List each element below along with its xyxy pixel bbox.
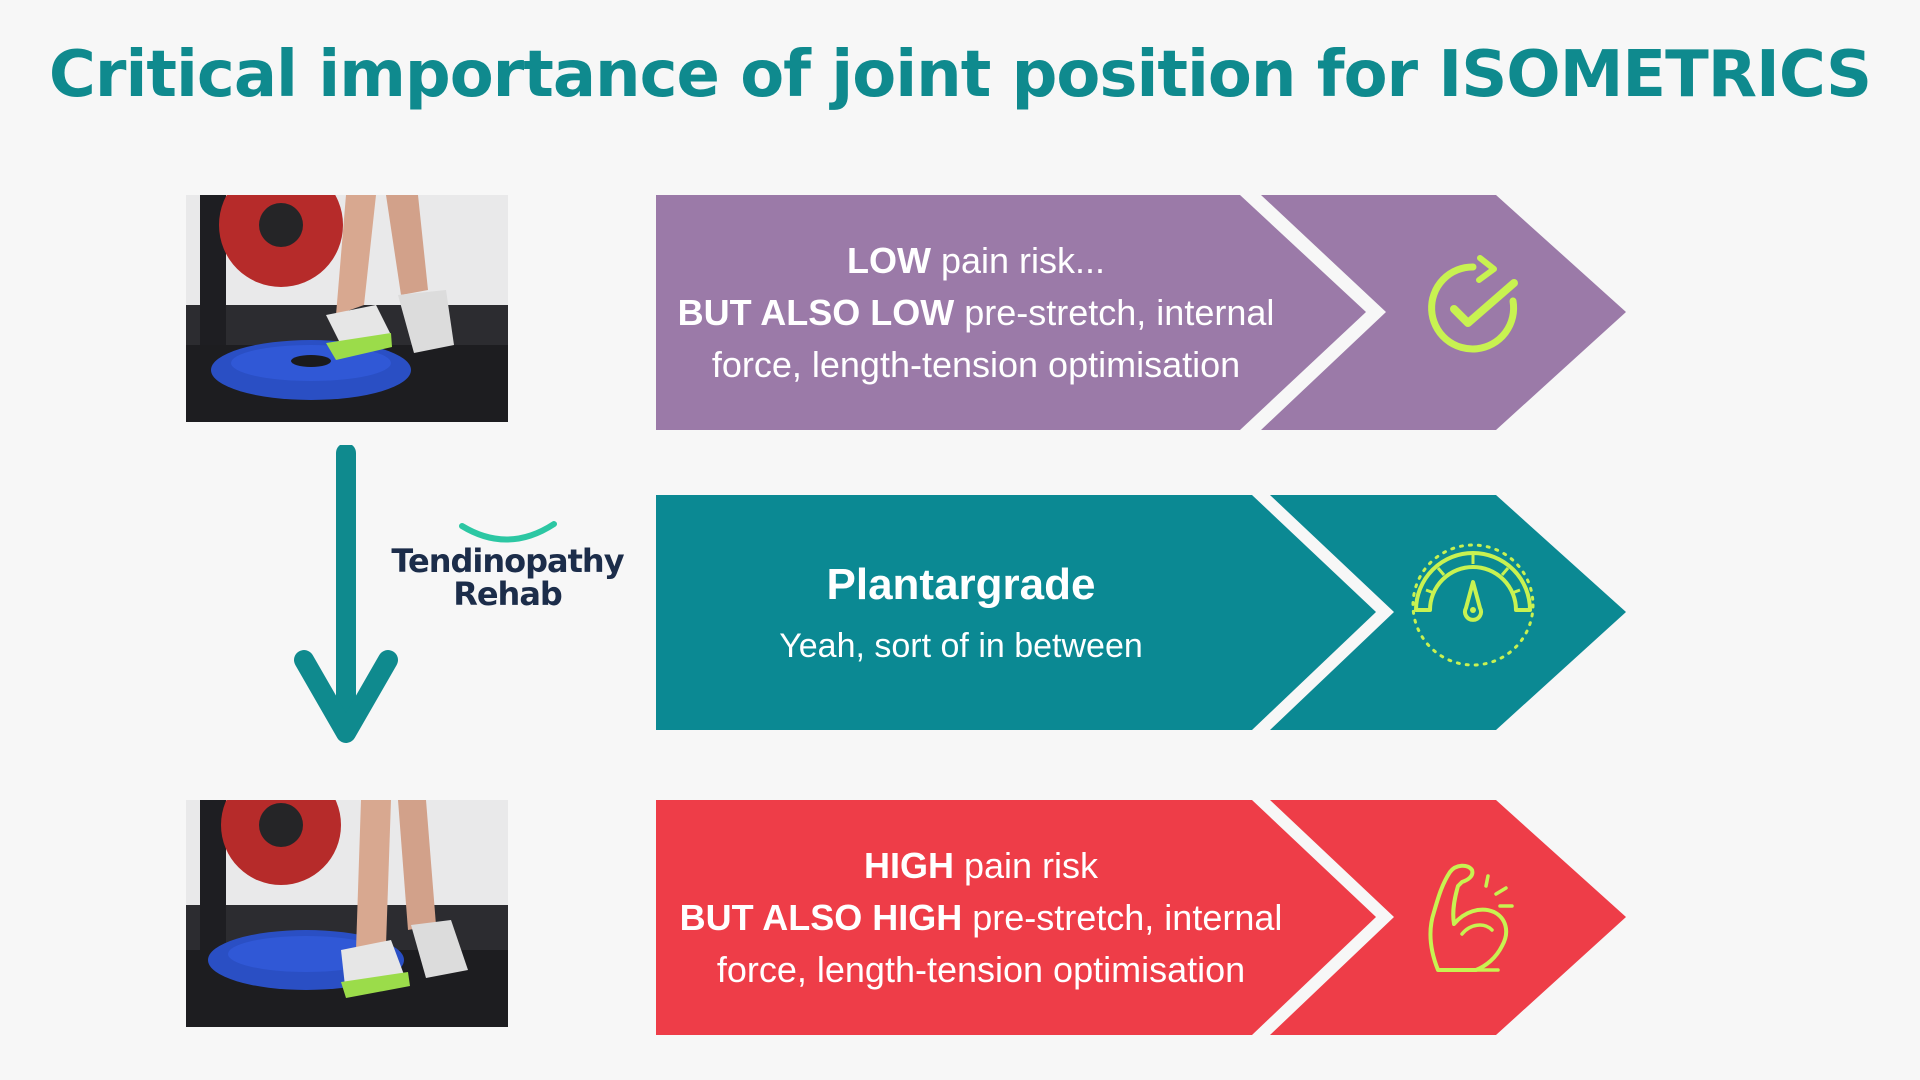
high-pre-stretch-text: BUT ALSO HIGH pre-stretch, internal forc… bbox=[679, 896, 1283, 990]
page-title: Critical importance of joint position fo… bbox=[48, 38, 1872, 112]
band-chevron-shape bbox=[656, 195, 1626, 430]
band-chevron-shape bbox=[656, 495, 1626, 730]
high-pain-risk-text: HIGH pain risk bbox=[863, 844, 1099, 886]
plantargrade-band: Plantargrade Yeah, sort of in between bbox=[656, 495, 1626, 730]
low-pre-stretch-text: BUT ALSO LOW pre-stretch, internal force… bbox=[677, 291, 1275, 385]
high-risk-band: HIGH pain risk BUT ALSO HIGH pre-stretch… bbox=[656, 800, 1626, 1035]
flexed-arm-icon bbox=[1428, 863, 1514, 972]
tendinopathy-rehab-logo: Tendinopathy Rehab bbox=[385, 520, 630, 610]
low-pain-risk-text: LOW pain risk... bbox=[846, 239, 1106, 281]
photo-heels-raised bbox=[186, 195, 508, 422]
plantargrade-heading: Plantargrade bbox=[826, 559, 1096, 609]
down-arrow-icon bbox=[294, 445, 398, 743]
logo-line-2: Rehab bbox=[453, 575, 563, 613]
logo-swoosh-icon bbox=[458, 521, 557, 543]
plantargrade-subtext: Yeah, sort of in between bbox=[779, 626, 1143, 665]
band-chevron-shape bbox=[656, 800, 1626, 1035]
photo-heels-lowered bbox=[186, 800, 508, 1027]
low-risk-band: LOW pain risk... BUT ALSO LOW pre-stretc… bbox=[656, 195, 1626, 430]
logo-line-1: Tendinopathy bbox=[391, 542, 624, 580]
gauge-icon bbox=[1411, 543, 1535, 667]
check-refresh-icon bbox=[1428, 255, 1518, 353]
